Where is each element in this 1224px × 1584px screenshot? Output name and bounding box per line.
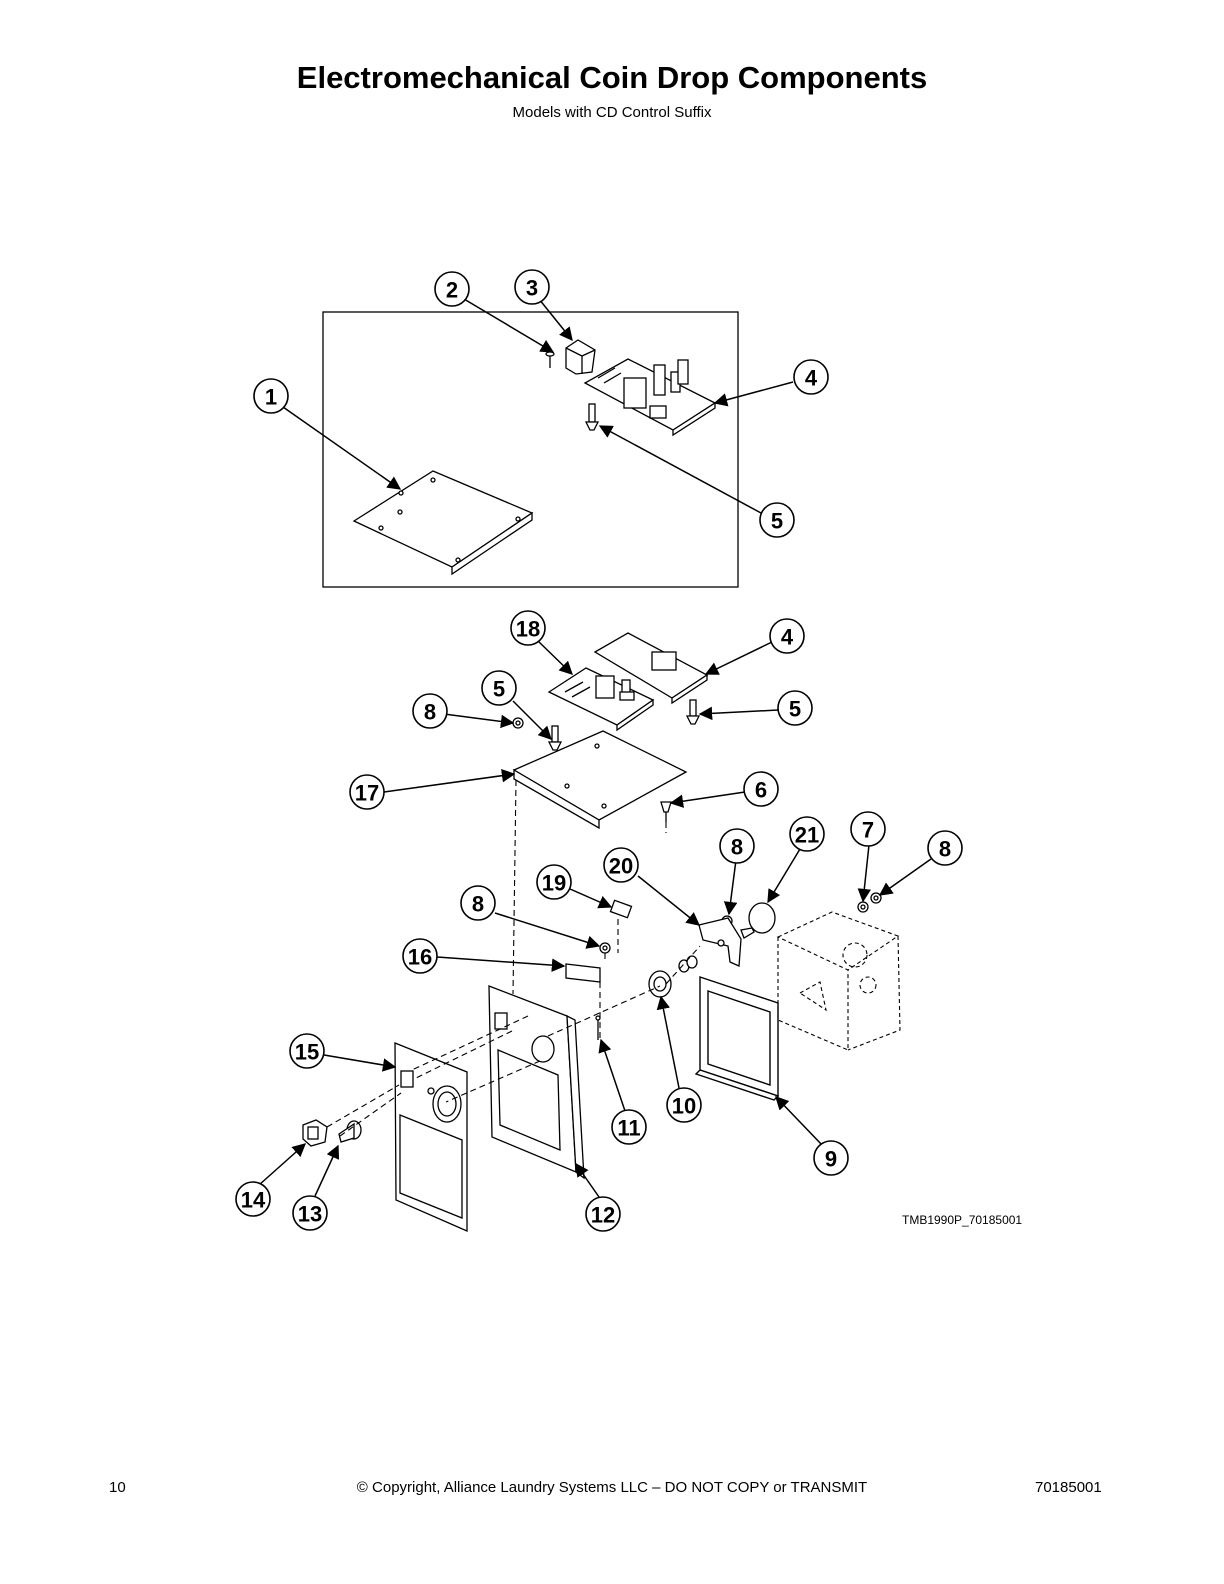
- callout-16: 16: [408, 945, 432, 970]
- mounting-bracket-part: [698, 917, 742, 967]
- callout-2: 2: [446, 278, 458, 303]
- callout-9: 9: [825, 1147, 837, 1172]
- callout-8: 8: [472, 892, 484, 917]
- callout-15: 15: [295, 1040, 319, 1065]
- page-number: 10: [109, 1479, 126, 1496]
- callout-circles: [235, 269, 963, 1232]
- callout-5: 5: [789, 697, 801, 722]
- callout-13: 13: [298, 1202, 322, 1227]
- callout-8: 8: [731, 835, 743, 860]
- coin-drop-knob-part: [740, 902, 776, 939]
- callout-6: 6: [755, 778, 767, 803]
- inset-box: [322, 311, 739, 588]
- alignment-lines: [326, 779, 701, 1137]
- callout-19: 19: [542, 871, 566, 896]
- leader-lines: [258, 298, 932, 1198]
- board-bracket-part: [512, 730, 688, 830]
- clip-part: [609, 899, 633, 919]
- copyright-notice: © Copyright, Alliance Laundry Systems LL…: [356, 1479, 868, 1496]
- callout-8: 8: [424, 700, 436, 725]
- control-panel-part: [488, 985, 585, 1180]
- callout-1: 1: [265, 385, 277, 410]
- callout-20: 20: [609, 854, 633, 879]
- callout-10: 10: [672, 1094, 696, 1119]
- rocker-switch-part: [302, 1119, 328, 1147]
- coin-mechanism-part: [776, 911, 901, 1051]
- boards-stack-part: [547, 632, 709, 732]
- lamp-bracket-part: [565, 963, 601, 983]
- mounting-plate-part: [352, 470, 534, 576]
- callout-4: 4: [781, 625, 794, 650]
- callout-5: 5: [493, 677, 505, 702]
- grounding-screw-part: [660, 801, 672, 822]
- relay-part: [565, 339, 596, 375]
- callout-18: 18: [516, 617, 540, 642]
- standoff-part: [584, 403, 600, 431]
- gear-knob-part: [648, 970, 672, 998]
- page-subtitle: Models with CD Control Suffix: [512, 104, 712, 121]
- screw-part: [595, 1015, 601, 1040]
- washer-part: [678, 955, 698, 973]
- control-board-part: [583, 358, 717, 437]
- trim-ring-part: [694, 976, 780, 1101]
- callout-14: 14: [241, 1188, 266, 1213]
- screw-part: [545, 351, 555, 368]
- callout-12: 12: [591, 1203, 615, 1228]
- callout-4: 4: [805, 366, 818, 391]
- callout-7: 7: [862, 818, 874, 843]
- callout-5: 5: [771, 509, 783, 534]
- page-title: Electromechanical Coin Drop Components: [296, 60, 928, 95]
- callout-8: 8: [939, 837, 951, 862]
- callout-3: 3: [526, 276, 538, 301]
- image-code: TMB1990P_70185001: [902, 1213, 1022, 1227]
- callout-11: 11: [617, 1116, 640, 1141]
- document-number: 70185001: [1035, 1479, 1102, 1496]
- panel-overlay-part: [394, 1042, 468, 1232]
- standoff-part: [547, 699, 701, 751]
- callout-21: 21: [795, 823, 819, 848]
- callout-17: 17: [355, 781, 379, 806]
